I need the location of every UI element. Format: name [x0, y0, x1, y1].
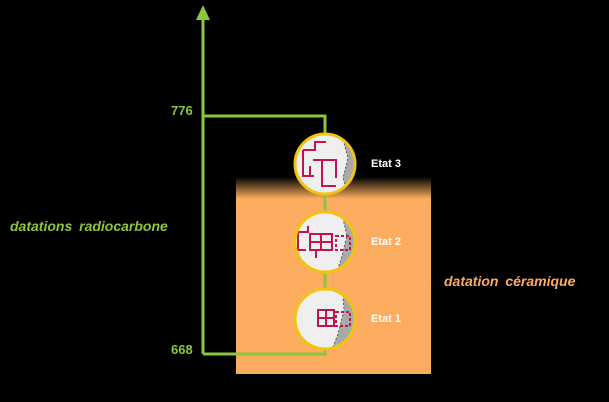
bottom-date-label: 668	[171, 342, 193, 357]
top-date-label: 776	[171, 103, 193, 118]
etat-1-label: Etat 1	[371, 313, 401, 325]
top-date-connector	[203, 114, 327, 134]
etat-2-label: Etat 2	[371, 236, 401, 248]
bottom-date-connector	[203, 349, 327, 356]
radiocarbon-axis-label: datations radiocarbone	[10, 218, 168, 234]
ceramic-dating-label: datation céramique	[444, 273, 576, 289]
axis-arrow-icon	[196, 5, 210, 20]
etat-3-label: Etat 3	[371, 158, 401, 170]
etat-3-plan-thumbnail	[293, 132, 357, 196]
etat-2-plan-thumbnail	[293, 210, 357, 274]
